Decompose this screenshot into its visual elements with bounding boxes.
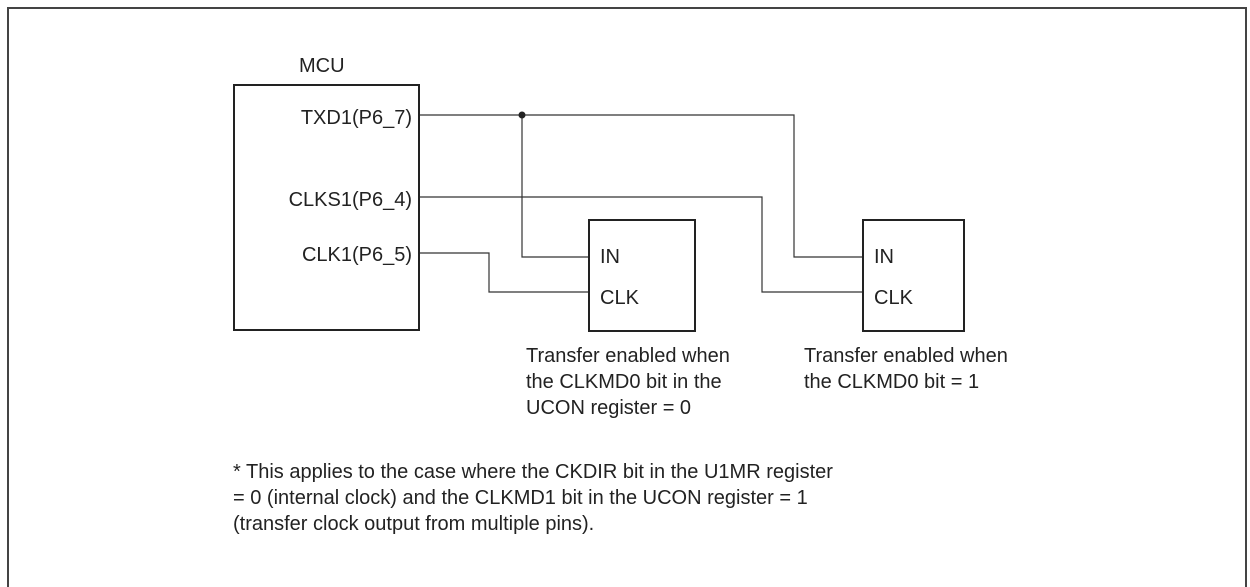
wire-clk1 — [420, 252, 588, 293]
wire-txd1-branch — [521, 115, 588, 258]
mcu-title: MCU — [299, 55, 345, 77]
pin-label-txd1: TXD1(P6_7) — [300, 107, 412, 129]
device-1-caption: Transfer enabled when the CLKMD0 bit in … — [526, 345, 730, 419]
pin-label-clks1: CLKS1(P6_4) — [288, 189, 412, 211]
wire-txd1 — [420, 114, 862, 258]
mcu-block — [233, 84, 420, 331]
pin-label-clk1: CLK1(P6_5) — [301, 244, 412, 266]
junction-dot — [518, 111, 526, 119]
footnote: * This applies to the case where the CKD… — [233, 461, 833, 535]
device-2-caption: Transfer enabled when the CLKMD0 bit = 1 — [804, 345, 1008, 393]
device-1-in-label: IN — [600, 246, 620, 268]
wire-clks1 — [420, 196, 862, 293]
device-2-clk-label: CLK — [874, 287, 913, 309]
device-1-clk-label: CLK — [600, 287, 639, 309]
receiver-device-2 — [862, 219, 965, 332]
figure-frame — [7, 7, 1247, 587]
device-2-in-label: IN — [874, 246, 894, 268]
receiver-device-1 — [588, 219, 696, 332]
